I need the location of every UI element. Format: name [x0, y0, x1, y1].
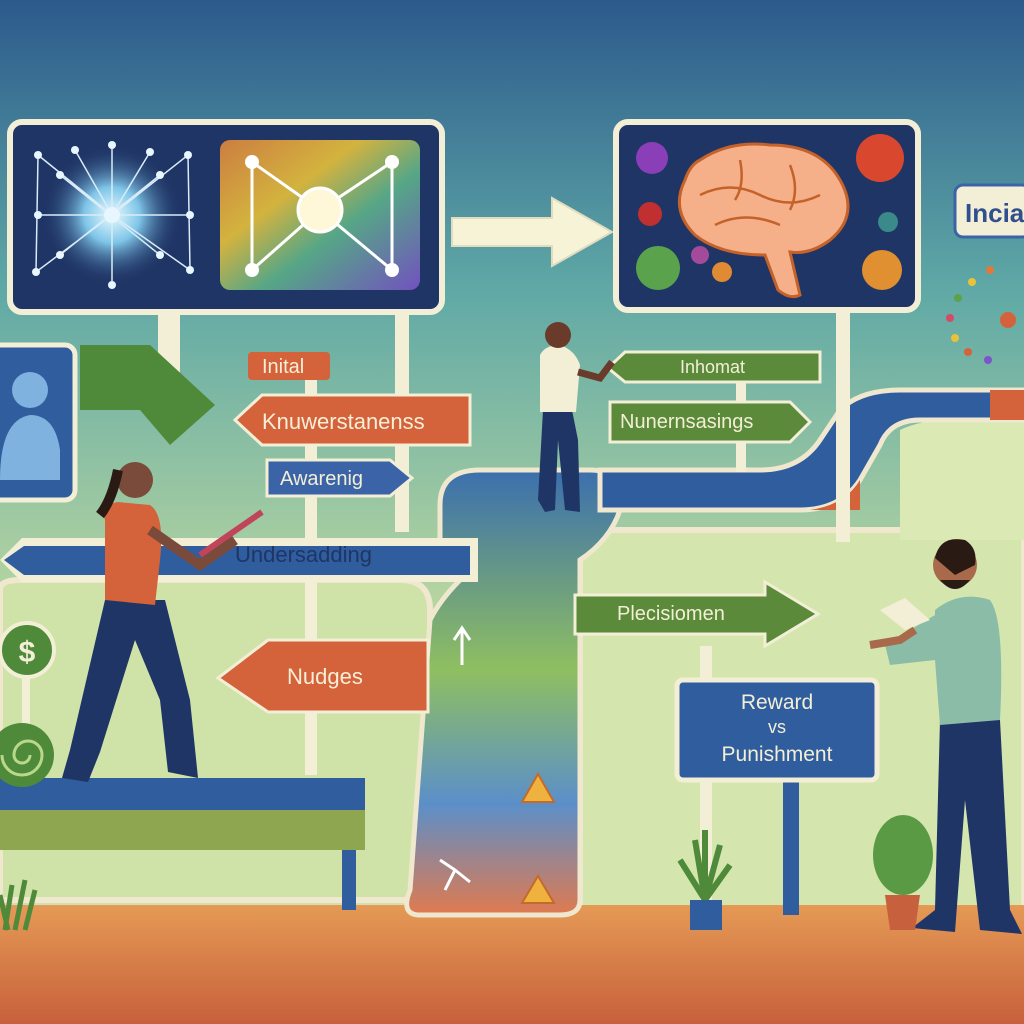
spiral-lines: [0, 739, 44, 777]
potted-plant-center: [677, 830, 733, 930]
nudges-sign-label: Nudges: [287, 664, 363, 689]
inhomat-sign-label: Inhomat: [680, 357, 745, 377]
nunernsasings-sign: [608, 400, 813, 444]
board-line-3: Punishment: [722, 743, 833, 766]
knuwerstanenss-sign: [232, 393, 472, 447]
board-line-1: Reward: [741, 691, 813, 714]
plecisiomen-sign: [573, 579, 821, 649]
dollar-icon-label: $: [19, 636, 36, 669]
bench-front: [0, 810, 365, 850]
bench-leg: [342, 850, 356, 910]
cell-teal: [878, 212, 898, 232]
tiny-runner-icon: [439, 858, 471, 891]
brain-folds: [699, 159, 821, 227]
path-red-tile: [990, 390, 1024, 420]
green-arrow-left: [80, 345, 215, 445]
cell-magenta: [691, 246, 709, 264]
cell-green: [636, 246, 680, 290]
path-triangle-3: [520, 874, 556, 904]
awarenig-sign: [265, 458, 415, 498]
arrow-up-icon: [452, 625, 472, 665]
nunernsasings-sign-label: Nunernsasings: [620, 411, 753, 433]
bench-top: [0, 778, 365, 810]
cell-red: [856, 134, 904, 182]
far-hill: [900, 420, 1024, 540]
plecisiomen-sign-label: Plecisiomen: [617, 603, 725, 625]
reward-board: [674, 677, 880, 783]
ground: [0, 905, 1024, 1024]
panel-post-left: [158, 312, 180, 372]
inhomat-sign: [605, 350, 822, 384]
cell-purple: [636, 142, 668, 174]
incia-sign: [953, 183, 1024, 239]
user-head-icon: [12, 372, 48, 408]
left-hill: [0, 577, 433, 903]
knuwerstanenss-sign-label: Knuwerstanenss: [262, 409, 425, 434]
brain-panel-post: [836, 312, 850, 542]
user-body-icon: [0, 415, 60, 480]
network-nodes: [32, 141, 194, 289]
awarenig-sign-label: Awarenig: [280, 468, 363, 490]
dots-arc: [946, 266, 1016, 364]
grass-left: [0, 879, 38, 931]
spiral-plant-icon: [0, 723, 54, 787]
undersadding-label: Undersadding: [235, 542, 372, 567]
nudges-sign: [215, 638, 430, 714]
woman-walking: [62, 462, 264, 782]
woman-pointing: [538, 322, 615, 512]
inital-sign: [248, 352, 330, 380]
inital-sign-label: Inital: [262, 356, 304, 378]
map-graph-nodes: [245, 155, 399, 277]
board-post: [783, 775, 799, 915]
arrow-right-big: [451, 196, 615, 268]
path-triangle-2: [520, 771, 556, 803]
man-standing: [869, 539, 1022, 934]
incia-sign-label: Incia: [965, 198, 1024, 228]
board-line-2: vs: [768, 717, 786, 737]
cell-red-small: [638, 202, 662, 226]
cell-orange-small: [712, 262, 732, 282]
potted-plant-right: [873, 815, 933, 930]
cell-orange: [862, 250, 902, 290]
dollar-post: [22, 677, 30, 727]
map-center-node: [296, 186, 344, 234]
